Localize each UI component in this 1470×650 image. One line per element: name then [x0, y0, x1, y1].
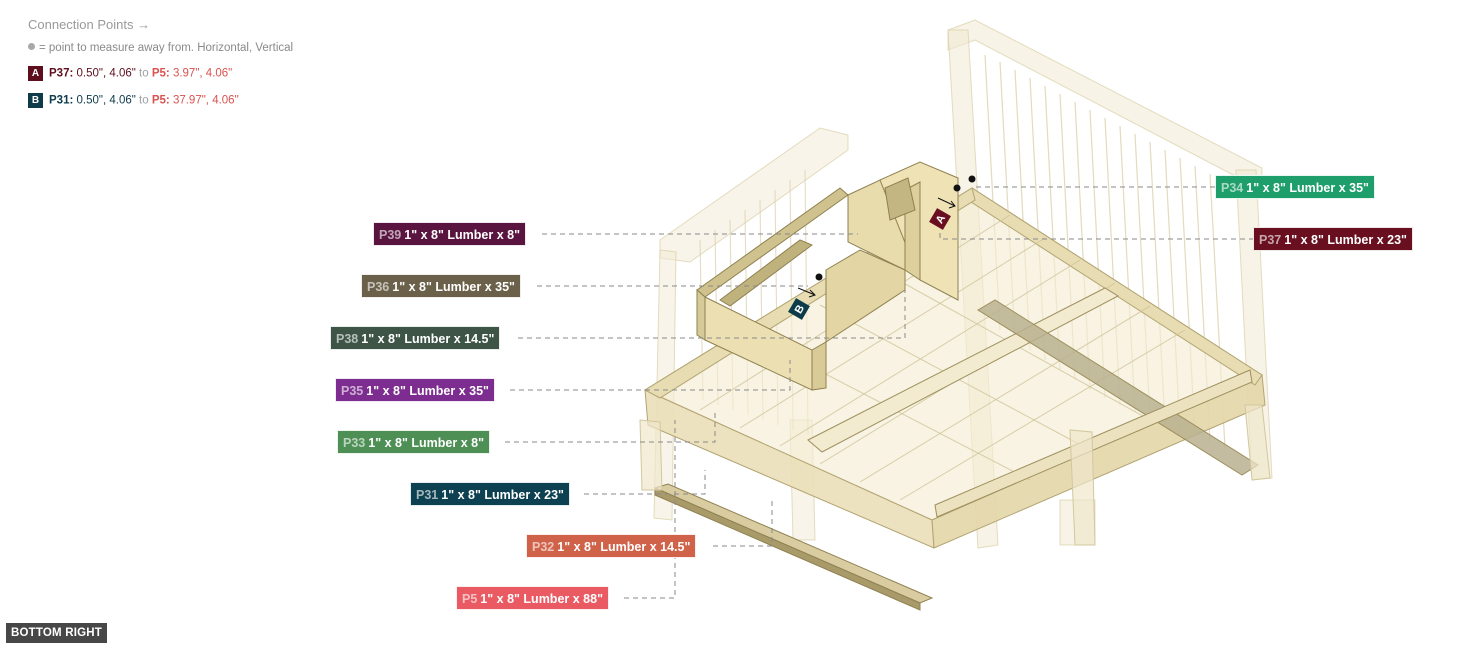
conn-b-from-id: P31: [49, 94, 74, 107]
part-desc: 1" x 8" Lumber x 8" [368, 436, 484, 450]
part-desc: 1" x 8" Lumber x 35" [392, 280, 515, 294]
cross-rails [807, 287, 1259, 518]
part-id: P31 [416, 488, 439, 502]
point-dot-icon [28, 43, 35, 51]
conn-a-to-id: P5: [151, 67, 170, 80]
part-desc: 1" x 8" Lumber x 8" [404, 228, 520, 242]
storage-box [696, 161, 959, 391]
conn-a-from-id: P37: [49, 67, 74, 80]
part-desc: 1" x 8" Lumber x 14.5" [361, 332, 495, 346]
part-id: P39 [379, 228, 402, 242]
conn-a-from-val: 0.50", 4.06" [76, 67, 136, 80]
connection-row-a: A P37: 0.50", 4.06" to P5: 3.97", 4.06" [28, 66, 293, 81]
part-id: P33 [343, 436, 366, 450]
marker-a: A [929, 175, 976, 230]
conn-a-to-val: 3.97", 4.06" [172, 67, 233, 80]
conn-b-to-id: P5: [151, 94, 170, 107]
legend-note: = point to measure away from. Horizontal… [28, 42, 293, 54]
leader-lines [505, 186, 1254, 599]
part-desc: 1" x 8" Lumber x 88" [480, 592, 603, 606]
part-id: P32 [532, 540, 555, 554]
marker-b: B [788, 273, 823, 320]
connection-row-b: B P31: 0.50", 4.06" to P5: 37.97", 4.06" [28, 93, 293, 108]
part-desc: 1" x 8" Lumber x 23" [441, 488, 564, 502]
part-id: P37 [1259, 233, 1282, 247]
part-desc: 1" x 8" Lumber x 14.5" [557, 540, 691, 554]
part-id: P34 [1221, 181, 1244, 195]
conn-b-to-word: to [139, 94, 149, 107]
part-id: P36 [367, 280, 390, 294]
part-desc: 1" x 8" Lumber x 35" [1246, 181, 1369, 195]
part-desc: 1" x 8" Lumber x 23" [1284, 233, 1407, 247]
legs [639, 404, 1271, 546]
badge-a: A [28, 66, 43, 81]
connection-legend: Connection Points → = point to measure a… [28, 17, 293, 108]
part-desc: 1" x 8" Lumber x 35" [366, 384, 489, 398]
badge-b: B [28, 93, 43, 108]
conn-a-to-word: to [139, 67, 149, 80]
part-id: P38 [336, 332, 359, 346]
bottom-rail-p5 [653, 483, 934, 611]
conn-b-to-val: 37.97", 4.06" [172, 94, 239, 107]
part-id: P5 [462, 592, 478, 606]
legend-note-text: = point to measure away from. Horizontal… [39, 42, 294, 54]
part-id: P35 [341, 384, 364, 398]
legend-title: Connection Points → [28, 17, 151, 32]
conn-b-from-val: 0.50", 4.06" [76, 94, 136, 107]
view-orientation-tag[interactable]: BOTTOM RIGHT [6, 623, 107, 643]
